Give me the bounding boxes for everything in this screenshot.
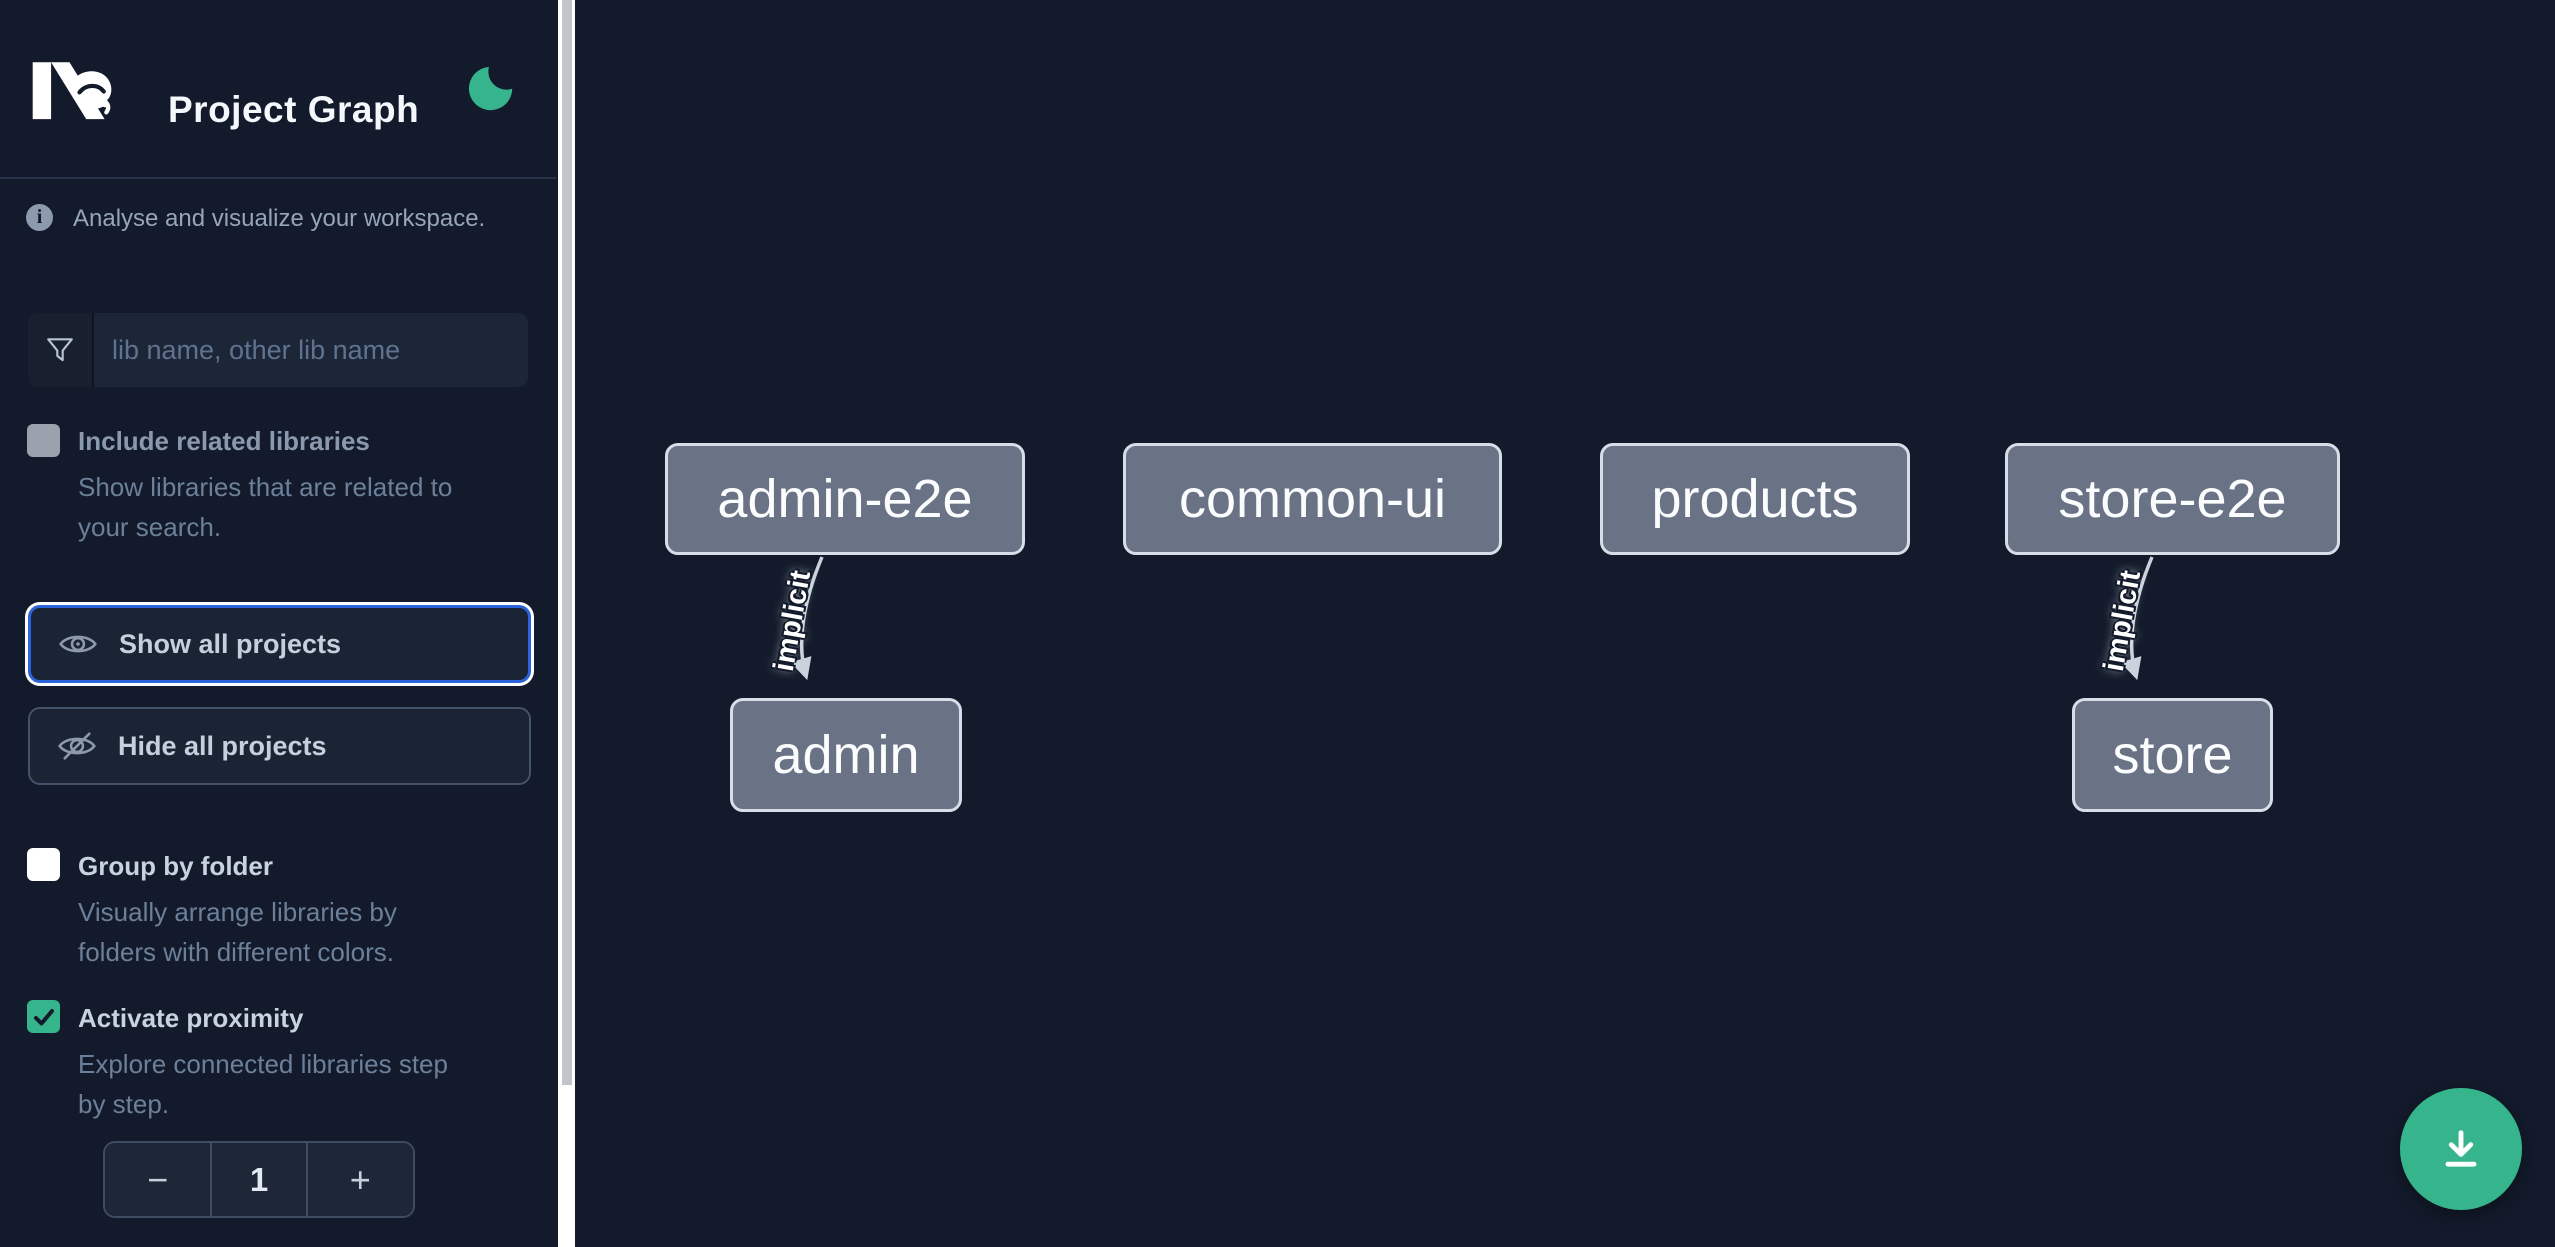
project-node-common-ui[interactable]: common-ui (1123, 443, 1502, 555)
group-by-folder-description: Visually arrange libraries by folders wi… (78, 897, 397, 967)
theme-moon-icon (464, 63, 513, 115)
project-node-admin[interactable]: admin (730, 698, 962, 812)
increment-button[interactable]: + (307, 1143, 413, 1216)
header-divider (0, 177, 556, 179)
group-by-folder-label: Group by folder (78, 851, 273, 881)
workspace-info-text: Analyse and visualize your workspace. (73, 205, 486, 232)
activate-proximity-label: Activate proximity (78, 1003, 304, 1033)
decrement-button[interactable]: − (105, 1143, 211, 1216)
activate-proximity-checkbox[interactable] (27, 1000, 60, 1033)
include-related-description: Show libraries that are related to your … (78, 472, 453, 542)
proximity-depth-stepper: − 1 + (103, 1141, 415, 1218)
project-node-store-e2e[interactable]: store-e2e (2005, 443, 2340, 555)
sidebar: Project Graph i Analyse and visualize yo… (0, 0, 556, 1247)
eye-off-icon (58, 731, 96, 761)
edge-label-implicit: implicit (2097, 568, 2148, 674)
graph-canvas[interactable]: implicit implicit admin-e2e common-ui pr… (575, 0, 2555, 1247)
include-related-checkbox[interactable] (27, 424, 60, 457)
show-all-projects-button[interactable]: Show all projects (28, 605, 531, 683)
checkmark-icon (32, 1005, 56, 1029)
info-icon: i (26, 204, 53, 231)
activate-proximity-description: Explore connected libraries step by step… (78, 1049, 448, 1119)
download-icon (2435, 1123, 2487, 1175)
include-related-label: Include related libraries (78, 426, 370, 456)
filter-icon (28, 313, 94, 387)
eye-icon (59, 630, 97, 658)
search-input[interactable] (94, 313, 528, 387)
project-node-store[interactable]: store (2072, 698, 2273, 812)
search-box (28, 313, 528, 387)
group-by-folder-checkbox[interactable] (27, 848, 60, 881)
project-node-products[interactable]: products (1600, 443, 1910, 555)
show-all-projects-label: Show all projects (119, 628, 342, 659)
project-node-admin-e2e[interactable]: admin-e2e (665, 443, 1025, 555)
page-title: Project Graph (168, 88, 420, 130)
graph-edges (790, 556, 2154, 681)
theme-toggle-button[interactable] (458, 62, 513, 115)
hide-all-projects-button[interactable]: Hide all projects (28, 707, 531, 785)
proximity-depth-value: 1 (210, 1143, 308, 1216)
sidebar-scrollbar-thumb[interactable] (562, 0, 572, 1085)
sidebar-scrollbar[interactable] (558, 0, 575, 1247)
hide-all-projects-label: Hide all projects (118, 730, 327, 761)
download-graph-button[interactable] (2400, 1088, 2522, 1210)
nx-logo (26, 55, 118, 123)
edge-label-implicit: implicit (767, 568, 818, 674)
